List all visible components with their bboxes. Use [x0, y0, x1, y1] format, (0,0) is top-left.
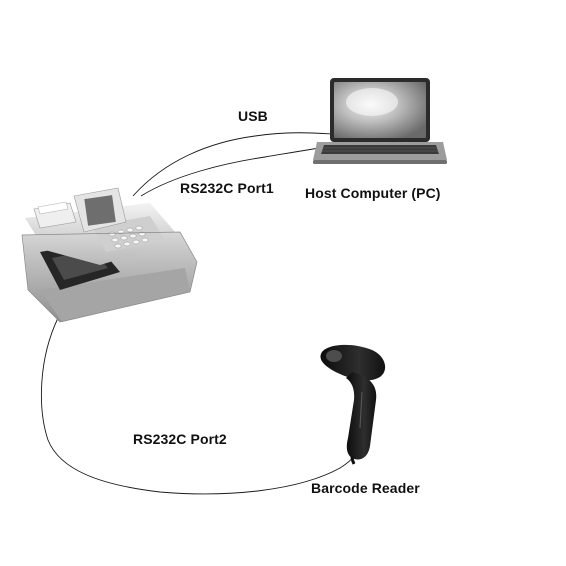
- barcode-reader-label: Barcode Reader: [311, 480, 420, 496]
- rs232c-port1-cable: [140, 145, 334, 197]
- host-computer-label: Host Computer (PC): [305, 185, 441, 201]
- usb-label: USB: [238, 108, 268, 124]
- laptop-icon: [313, 78, 447, 164]
- analyzer-device-icon: [21, 187, 198, 323]
- rs232c-port2-label: RS232C Port2: [133, 431, 227, 447]
- rs232c-port1-label: RS232C Port1: [180, 180, 274, 196]
- rs232c-port2-cable: [40, 317, 355, 495]
- usb-cable: [132, 132, 334, 197]
- barcode-scanner-icon: [320, 344, 386, 465]
